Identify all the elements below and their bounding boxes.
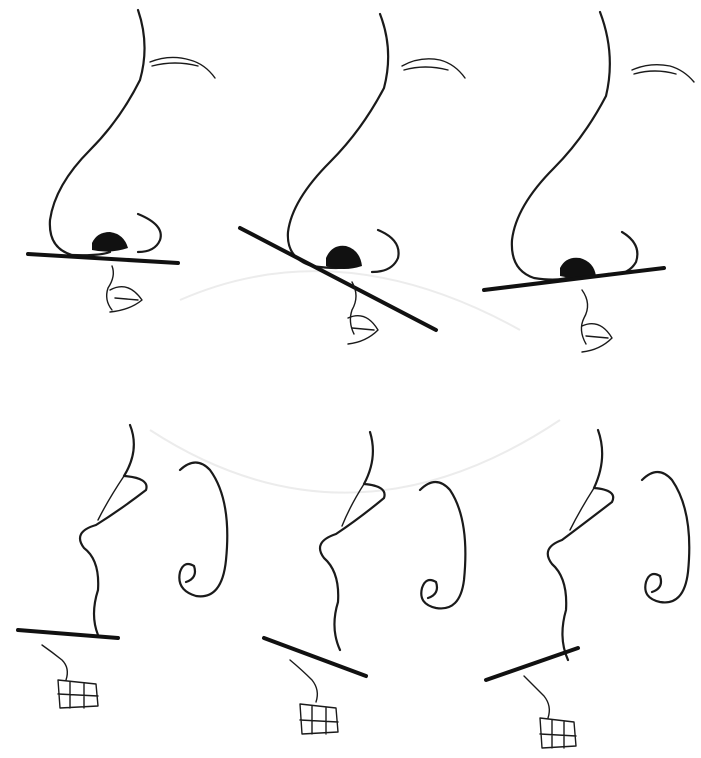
reference-plane-line: [486, 648, 578, 680]
profile-outline: [80, 425, 147, 635]
profile-outline: [320, 432, 385, 650]
profile-outline: [548, 430, 613, 660]
nose-tip-curve: [608, 232, 637, 274]
ear-icon: [642, 472, 689, 602]
eyebrow-icon: [150, 57, 215, 78]
upper-lip: [524, 676, 549, 718]
nasal-bridge: [98, 476, 124, 520]
nose-outline: [288, 14, 388, 268]
upper-lip: [42, 645, 67, 680]
panel-bottom-middle: [264, 432, 465, 734]
reference-plane-line: [240, 228, 436, 330]
teeth-icon: [300, 704, 338, 734]
nose-tip-curve: [372, 230, 399, 272]
panel-bottom-right: [486, 430, 689, 748]
reference-plane-line: [18, 630, 118, 638]
eyebrow-icon: [402, 59, 465, 78]
nostril-icon: [92, 232, 128, 252]
reference-plane-line: [28, 254, 178, 263]
nasal-bridge: [342, 484, 364, 526]
nose-outline: [512, 12, 610, 280]
mouth-icon: [110, 287, 142, 312]
panel-top-right: [484, 12, 694, 352]
panel-bottom-left: [18, 425, 227, 708]
panel-top-middle: [240, 14, 465, 344]
ear-icon: [420, 482, 465, 608]
upper-lip: [350, 282, 356, 334]
reference-plane-line: [264, 638, 366, 676]
nose-outline: [50, 10, 145, 255]
teeth-icon: [58, 680, 98, 708]
ear-icon: [179, 463, 227, 597]
upper-lip: [107, 266, 114, 310]
nose-tip-curve: [138, 214, 161, 252]
teeth-icon: [540, 718, 576, 748]
eyebrow-icon: [632, 65, 694, 82]
upper-lip: [290, 660, 317, 702]
mouth-icon: [582, 324, 612, 352]
panel-top-left: [28, 10, 215, 312]
nostril-icon: [326, 246, 362, 269]
